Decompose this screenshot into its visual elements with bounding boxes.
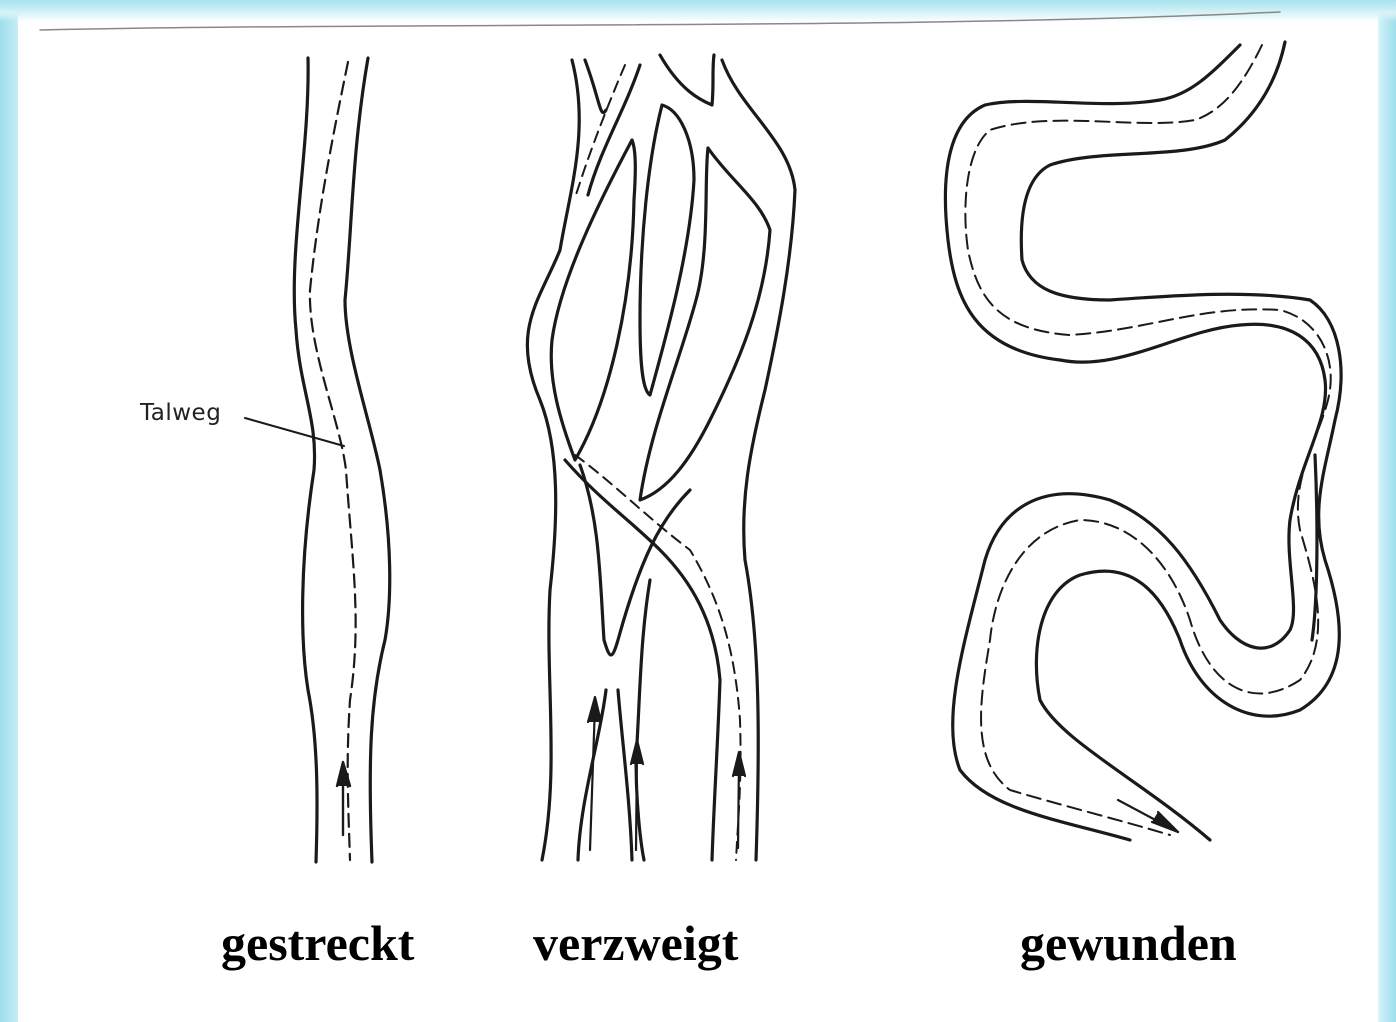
braid-island	[640, 148, 770, 500]
flow-arrow-icon	[631, 740, 643, 764]
scan-edge-line	[40, 12, 1280, 30]
meander-bank-inner	[1021, 42, 1341, 840]
caption-braided: verzweigt	[533, 918, 738, 968]
talweg-leader-line	[245, 418, 344, 446]
caption-straight: gestreckt	[221, 918, 414, 968]
braid-island	[640, 105, 694, 395]
talweg-annotation: Talweg	[140, 402, 221, 425]
braided-channel	[527, 55, 795, 860]
braid-island	[551, 140, 635, 460]
meandering-channel	[945, 42, 1341, 840]
straight-bank-left	[294, 58, 317, 862]
braided-bank-left	[527, 60, 579, 860]
flow-arrow-icon	[733, 752, 745, 776]
caption-meandering: gewunden	[1020, 918, 1237, 968]
talweg-thalweg-line	[310, 62, 356, 860]
straight-channel	[245, 58, 390, 862]
straight-bank-right	[345, 58, 390, 862]
flow-arrow-icon	[1152, 812, 1178, 832]
flow-arrow-icon	[588, 697, 601, 722]
meander-bank-outer	[945, 45, 1325, 840]
